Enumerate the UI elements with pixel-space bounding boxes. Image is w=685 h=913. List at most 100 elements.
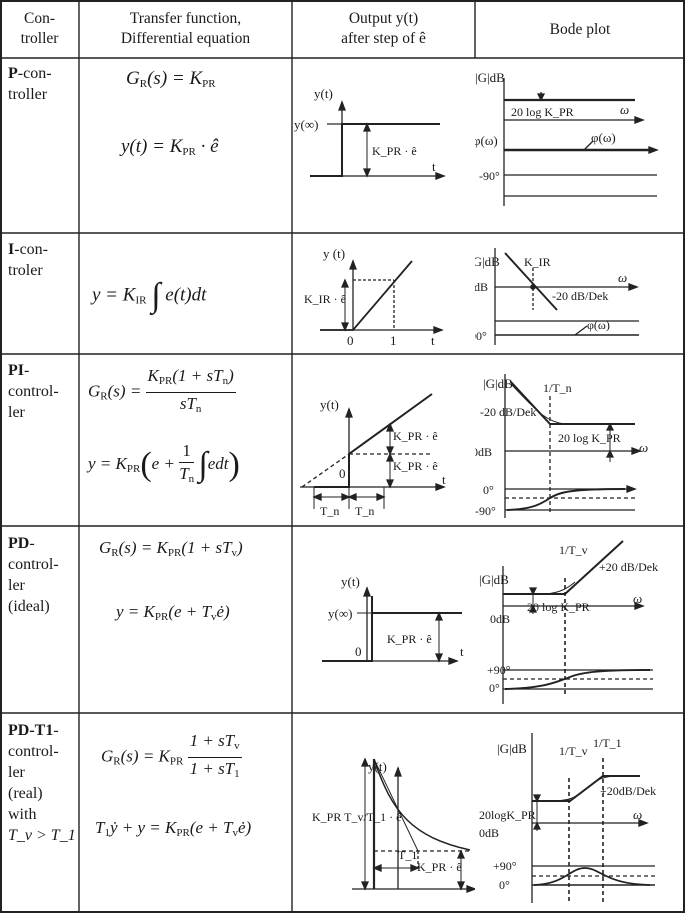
row-pi-bode-omega: ω: [639, 440, 648, 455]
row-pi-step-ylabel: y(t): [320, 397, 339, 412]
row-i-bode-kir: K_IR: [524, 255, 551, 269]
header-bode: Bode plot: [475, 20, 685, 40]
row-p-step-ylabel: y(t): [314, 86, 333, 101]
row-pi-step-gain2: K_PR · ê: [393, 459, 438, 473]
row-p-bode-phase: φ(ω): [475, 133, 498, 148]
row-i-step-ylabel: y (t): [323, 246, 345, 261]
row-pi-step-zero: 0: [339, 466, 346, 481]
row-pdt1-bode-deg90: +90°: [493, 859, 517, 873]
row-pd-name-line3: ler: [8, 577, 25, 594]
row-i-name-rest: -con-: [14, 241, 48, 258]
row-pi-bode-slope: -20 dB/Dek: [480, 405, 536, 419]
row-pdt1-bode-slope: +20dB/Dek: [600, 784, 656, 798]
row-i-bode-plot: |G|dB K_IR ω 0dB -20 dB/Dek φ(ω) -90°: [475, 248, 639, 345]
row-pd-name-line1: PD-: [8, 533, 78, 554]
row-i-name: I-con- troler: [8, 239, 78, 281]
row-p-bode-plot: |G|dB 20 log K_PR ω φ(ω) φ(ω) -90°: [475, 70, 659, 206]
header-output-line2: after step of ê: [341, 30, 426, 47]
row-pd-diff-eq: y = KPR(e + Tvė): [116, 602, 230, 623]
row-p-bode-mag: |G|dB: [475, 70, 505, 85]
row-pd-bode-slope: +20 dB/Dek: [599, 560, 658, 574]
row-pi-transfer-eq: GR(s) = KPR(1 + sTn)sTn: [88, 366, 236, 415]
row-pd-name-bold: PD: [8, 535, 30, 552]
header-output: Output y(t) after step of ê: [292, 9, 475, 49]
header-transfer-function: Transfer function, Differential equation: [79, 9, 292, 49]
header-controller: Con- troller: [0, 9, 79, 49]
row-pd-bode-deg90: +90°: [487, 663, 511, 677]
row-pdt1-step-t1: T_1: [398, 848, 417, 862]
row-pd-step-plot: y(t) y(∞) K_PR · ê 0 t: [322, 574, 464, 665]
row-pi-bode-deg0: 0°: [483, 483, 494, 497]
row-pdt1-name-line2: control-: [8, 743, 59, 760]
row-i-diff-eq: y = KIR ∫ e(t)dt: [92, 277, 207, 314]
header-transfer-line2: Differential equation: [120, 30, 251, 47]
row-pi-step-tn2: T_n: [355, 504, 374, 518]
header-controller-line2: troller: [20, 30, 59, 47]
row-pdt1-bode-omega: ω: [633, 807, 642, 822]
row-pdt1-name-line3: ler: [8, 764, 25, 781]
row-pi-bode-zero-db: 0dB: [475, 445, 492, 459]
row-pdt1-bode-corner2: 1/T_1: [593, 736, 622, 750]
row-pd-name-line2: control-: [8, 556, 59, 573]
row-i-bode-zero-db: 0dB: [475, 280, 488, 294]
row-pd-step-gain: K_PR · ê: [387, 632, 432, 646]
row-pdt1-name-line1: PD-T1-: [8, 720, 78, 741]
row-i-name-line1: I-con-: [8, 239, 78, 260]
row-p-step-t: t: [432, 159, 436, 174]
header-controller-line1: Con-: [24, 10, 55, 27]
row-pdt1-name-line4: (real): [8, 785, 43, 802]
row-pd-bode-omega: ω: [633, 591, 642, 606]
header-transfer-line1: Transfer function,: [129, 10, 242, 27]
row-pd-bode-deg0: 0°: [489, 681, 500, 695]
row-pi-name-rest: -: [24, 362, 30, 379]
row-pd-bode-plot: |G|dB 1/T_v +20 dB/Dek 20 log K_PR 0dB ω…: [479, 540, 658, 704]
row-i-name-bold: I: [8, 241, 15, 258]
row-i-step-gain: K_IR · ê: [304, 292, 346, 306]
row-pd-name-line4: (ideal): [8, 598, 50, 615]
row-p-diff-eq: y(t) = KPR · ê: [121, 136, 219, 158]
row-pi-bode-gain: 20 log K_PR: [558, 431, 621, 445]
row-p-transfer-eq: GR(s) = KPR: [126, 68, 216, 90]
row-p-name-line1: P-con-: [8, 63, 78, 84]
row-pd-name-rest: -: [29, 535, 35, 552]
header-bode-label: Bode plot: [549, 21, 611, 38]
row-pi-name-bold: PI: [8, 362, 24, 379]
row-p-bode-phase-curve: φ(ω): [591, 130, 616, 145]
row-i-step-t: t: [431, 333, 435, 348]
row-p-step-gain: K_PR · ê: [372, 144, 417, 158]
row-pdt1-step-gain: K_PR · ê: [417, 860, 462, 874]
row-pd-bode-corner: 1/T_v: [559, 543, 588, 557]
row-pdt1-bode-gain: 20logK_PR: [479, 808, 536, 822]
row-i-name-line2: troler: [8, 262, 43, 279]
row-pdt1-name-line5: with: [8, 806, 37, 823]
row-pi-step-tn1: T_n: [320, 504, 339, 518]
row-p-bode-gain: 20 log K_PR: [511, 105, 574, 119]
row-pi-bode-deg90: -90°: [475, 504, 496, 518]
row-pdt1-diff-eq: T1ẏ + y = KPR(e + Tvė): [95, 818, 252, 839]
row-p-step-plot: y(t) y(∞) K_PR · ê t: [294, 86, 446, 180]
row-pi-name-line2: control-: [8, 383, 59, 400]
row-pi-name-line3: ler: [8, 404, 25, 421]
row-pd-bode-gain: 20 log K_PR: [527, 600, 590, 614]
row-pi-step-plot: y(t) K_PR · ê K_PR · ê 0 t T_n T_n: [300, 393, 446, 518]
row-pi-name: PI- control- ler: [8, 360, 78, 423]
row-p-bode-deg: -90°: [479, 169, 500, 183]
row-p-name: P-con- troller: [8, 63, 78, 105]
row-i-bode-slope: -20 dB/Dek: [552, 289, 608, 303]
row-pd-step-t: t: [460, 644, 464, 659]
row-pi-bode-corner: 1/T_n: [543, 381, 572, 395]
row-pdt1-bode-plot: |G|dB 1/T_v 1/T_1 +20dB/Dek 20logK_PR 0d…: [479, 733, 656, 903]
row-pdt1-bode-corner1: 1/T_v: [559, 744, 588, 758]
row-pi-bode-mag: |G|dB: [483, 376, 513, 391]
row-pdt1-name-bold: PD-T1: [8, 722, 54, 739]
row-p-name-line2: troller: [8, 86, 48, 103]
row-pi-step-gain1: K_PR · ê: [393, 429, 438, 443]
row-i-step-plot: y (t) K_IR · ê 0 1 t: [304, 246, 444, 348]
row-i-bode-phase-curve: φ(ω): [587, 318, 610, 332]
row-i-bode-omega: ω: [618, 270, 627, 285]
row-i-bode-mag: |G|dB: [475, 254, 500, 269]
row-pd-transfer-eq: GR(s) = KPR(1 + sTv): [99, 538, 243, 559]
